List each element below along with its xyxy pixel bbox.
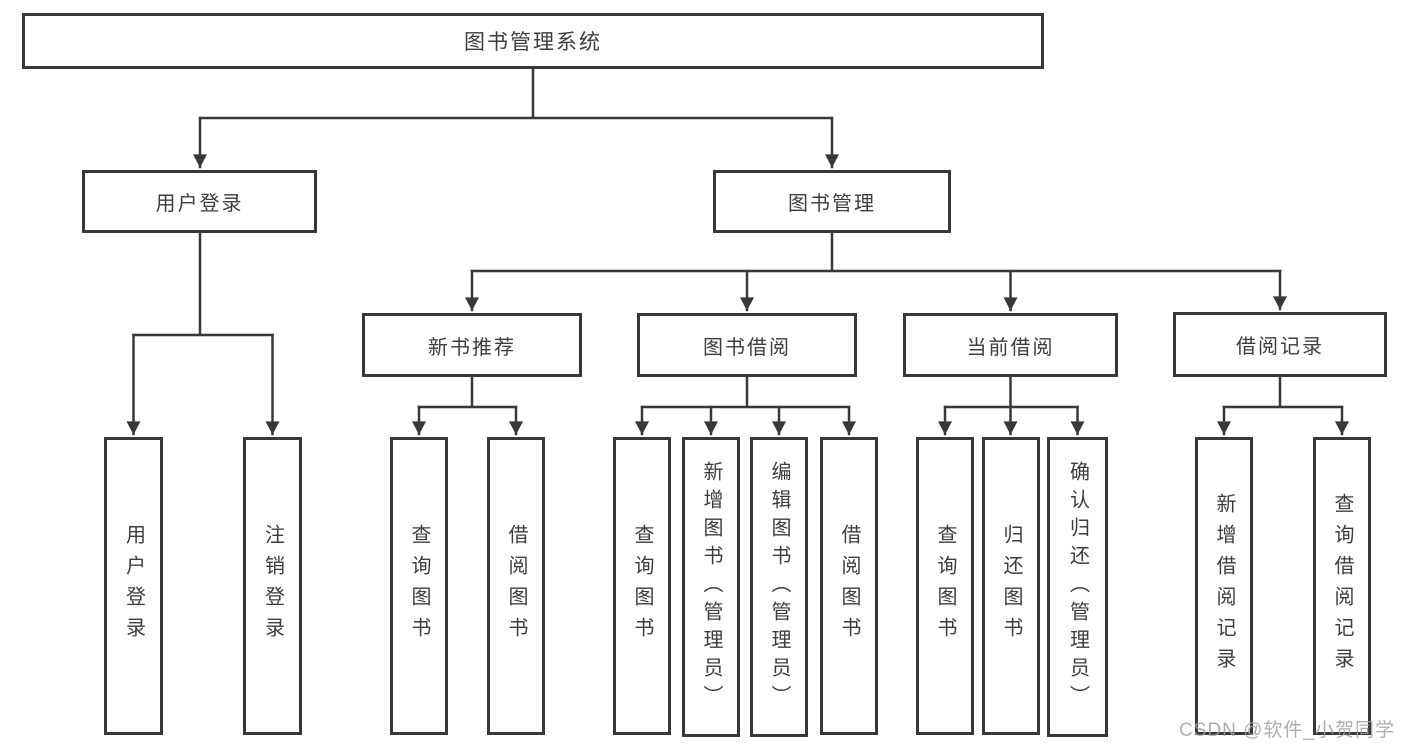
node-current-borrowing: 当前借阅 — [903, 313, 1118, 377]
leaf-borrow-edit-admin: 编辑图书（管理员） — [750, 437, 808, 737]
connector-borrowing-records — [1217, 375, 1349, 436]
csdn-watermark: CSDN @软件_小贺同学 — [1179, 720, 1395, 741]
node-user-login: 用户登录 — [82, 170, 317, 233]
leaf-borrow-query: 查询图书 — [613, 437, 671, 735]
leaf-current-confirm-admin: 确认归还（管理员） — [1047, 437, 1108, 737]
connector-root — [193, 67, 839, 169]
node-new-book-recommend: 新书推荐 — [362, 313, 582, 377]
leaf-records-query: 查询借阅记录 — [1313, 437, 1371, 735]
connector-user-login — [126, 231, 280, 436]
leaf-new-book-query: 查询图书 — [390, 437, 448, 735]
connector-current-borrowing — [938, 375, 1085, 436]
leaf-borrow-add-admin: 新增图书（管理员） — [682, 437, 740, 737]
leaf-current-return: 归还图书 — [982, 437, 1040, 735]
leaf-new-book-borrow: 借阅图书 — [487, 437, 545, 735]
leaf-logout: 注销登录 — [243, 437, 302, 735]
connector-book-management — [465, 231, 1287, 312]
node-borrowing-records: 借阅记录 — [1173, 312, 1387, 377]
leaf-borrow-borrow: 借阅图书 — [820, 437, 878, 735]
leaf-user-login: 用户登录 — [104, 437, 163, 735]
node-book-management: 图书管理 — [713, 170, 951, 233]
leaf-records-add: 新增借阅记录 — [1195, 437, 1253, 735]
node-root: 图书管理系统 — [22, 13, 1044, 69]
node-book-borrowing: 图书借阅 — [637, 313, 857, 377]
leaf-current-query: 查询图书 — [916, 437, 974, 735]
connector-book-borrowing — [635, 375, 856, 436]
connector-new-book — [412, 375, 523, 436]
